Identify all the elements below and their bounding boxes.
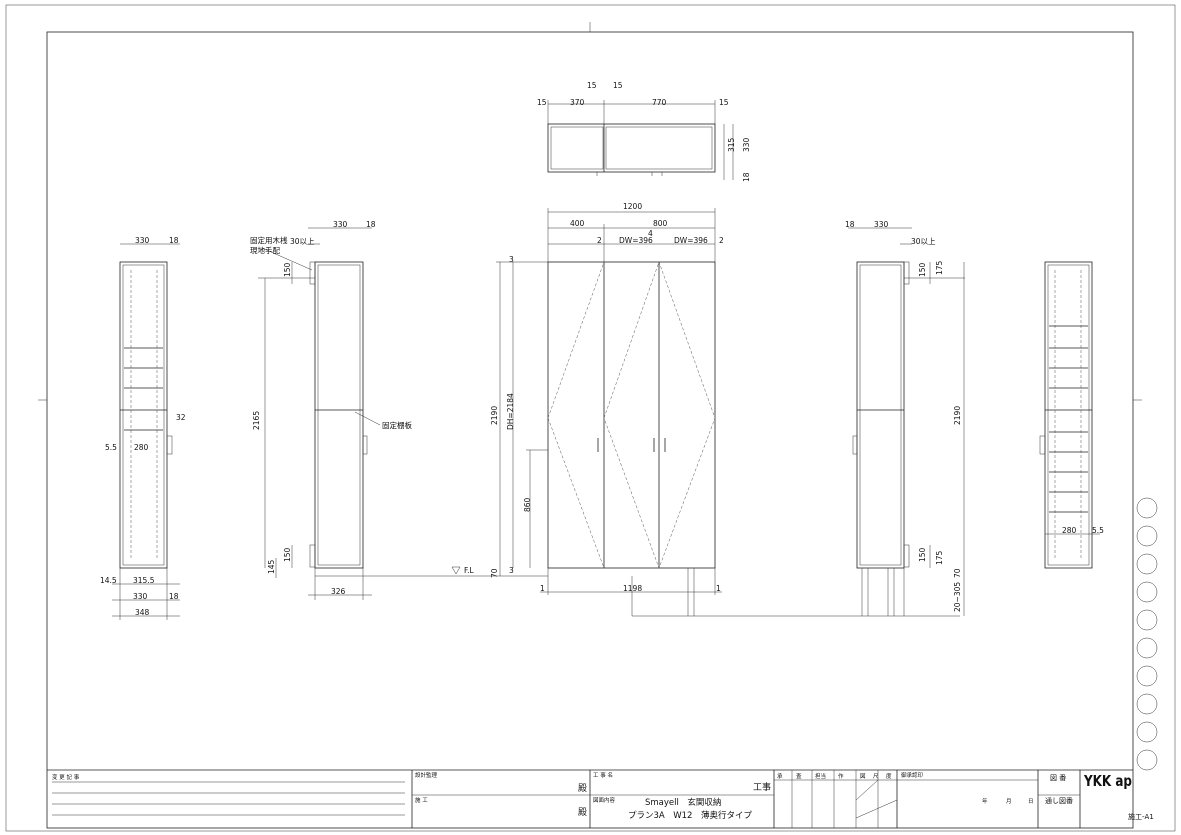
dim-rsec-150b: 150	[918, 547, 927, 562]
dim-rs-5-5: 5.5	[1092, 526, 1104, 535]
dim-top-770: 770	[652, 98, 667, 107]
dim-rsec-70: 70	[953, 568, 962, 578]
dim-ls-315-5: 315.5	[133, 576, 155, 585]
project-name-label: 工 事 名	[593, 771, 613, 779]
dim-rsec-20-305: 20~305	[953, 582, 962, 612]
note-fixed-shelf: 固定棚板	[382, 420, 412, 430]
dim-front-2a: 2	[597, 236, 602, 245]
dim-top-15a: 15	[587, 81, 597, 90]
dim-ls-18b: 18	[169, 592, 179, 601]
dim-rs-280: 280	[1062, 526, 1077, 535]
dim-ls-348: 348	[135, 608, 150, 617]
revision-circles	[1136, 497, 1158, 771]
design-mgmt-label: 設計監理	[415, 771, 438, 779]
dim-top-330: 330	[742, 137, 751, 152]
date-day: 日	[1028, 798, 1034, 805]
approval-col-3: 担当	[815, 772, 826, 780]
dim-rsec-150a: 150	[918, 262, 927, 277]
title-block: 変 更 記 事 設計監理 殿 施 工 殿 工 事 名 工事 図面内容 Smaye…	[47, 769, 1154, 828]
dim-ls-330: 330	[135, 236, 150, 245]
approval-col-1: 承	[777, 772, 783, 780]
dim-rsec-175b: 175	[935, 550, 944, 565]
dim-front-800: 800	[653, 219, 668, 228]
left-section-view: 330 18 30以上 150 2165 150 145 326 固定用木桟 現…	[250, 220, 412, 600]
dim-front-dw2: DW=396	[674, 236, 708, 245]
dim-top-15b: 15	[613, 81, 623, 90]
approval-col-4: 作	[838, 772, 844, 780]
dim-front-1b: 1	[716, 584, 721, 593]
drawing-no-label: 図 番	[1050, 774, 1066, 782]
change-record-label: 変 更 記 事	[52, 773, 80, 781]
approval-date-label: 御承認印	[901, 771, 924, 779]
dim-lsec-330: 330	[333, 220, 348, 229]
dim-lsec-145: 145	[267, 559, 276, 574]
dim-lsec-30: 30以上	[290, 237, 315, 246]
date-month: 月	[1006, 798, 1012, 805]
dim-front-3a: 3	[509, 255, 514, 264]
dim-lsec-150a: 150	[283, 262, 292, 277]
honorific-2: 殿	[578, 807, 587, 818]
floor-label: F.L	[464, 566, 474, 575]
front-elevation: 1200 400 800 2 4 DW=396 DW=396 2 2190 DH…	[315, 202, 960, 617]
content-line-2: プラン3A W12 薄奥行タイプ	[628, 810, 752, 821]
dim-front-1200: 1200	[623, 202, 642, 211]
right-side-view: 280 5.5	[1039, 261, 1104, 569]
dim-lsec-326: 326	[331, 587, 346, 596]
ykk-logo: YKK ap	[1083, 772, 1132, 790]
dim-top-18: 18	[742, 172, 751, 182]
dim-lsec-2165: 2165	[252, 411, 261, 430]
note-wood-1: 固定用木桟	[250, 235, 288, 245]
construction-label: 施 工	[415, 796, 428, 804]
dim-ls-280: 280	[134, 443, 149, 452]
content-line-1: Smayell 玄関収納	[645, 797, 721, 808]
dim-front-dw1: DW=396	[619, 236, 653, 245]
left-side-view: 330 18 32 5.5 280 14.5 315.5 330 18 348	[100, 236, 186, 620]
approval-col-7: 度	[886, 772, 892, 780]
drawing-code: 施工-A1	[1128, 812, 1154, 821]
dim-front-2190: 2190	[490, 406, 499, 425]
approval-col-5: 図	[860, 773, 866, 780]
dim-front-2b: 2	[719, 236, 724, 245]
drawing-frame	[46, 31, 1134, 829]
honorific-1: 殿	[578, 783, 587, 794]
dim-ls-18: 18	[169, 236, 179, 245]
top-plan-view: 15 15 15 370 770 15 315 330 18	[537, 81, 751, 182]
note-wood-2: 現地手配	[250, 245, 280, 255]
drawing-content-label: 図面内容	[593, 796, 616, 804]
dim-front-860: 860	[523, 497, 532, 512]
right-section-view: 18 330 30以上 150 175 2190 150 175 70 20~3…	[845, 220, 965, 616]
koji-label: 工事	[753, 781, 771, 793]
dim-top-15c: 15	[537, 98, 547, 107]
dim-lsec-18: 18	[366, 220, 376, 229]
dim-front-70: 70	[490, 568, 499, 578]
dim-ls-14-5: 14.5	[100, 576, 117, 585]
dim-ls-330b: 330	[133, 592, 148, 601]
dim-front-3b: 3	[509, 566, 514, 575]
serial-no-label: 通し図番	[1045, 796, 1073, 805]
date-year: 年	[982, 797, 988, 805]
dim-rsec-175a: 175	[935, 260, 944, 275]
dim-ls-5-5: 5.5	[105, 443, 117, 452]
dim-lsec-150b: 150	[283, 547, 292, 562]
dim-rsec-330: 330	[874, 220, 889, 229]
dim-front-1a: 1	[540, 584, 545, 593]
dim-front-4: 4	[648, 229, 653, 238]
dim-ls-32: 32	[176, 413, 186, 422]
dim-top-315: 315	[727, 137, 736, 152]
dim-rsec-18: 18	[845, 220, 855, 229]
dim-top-15d: 15	[719, 98, 729, 107]
dim-rsec-2190: 2190	[953, 406, 962, 425]
dim-front-dh: DH=2184	[506, 393, 515, 430]
dim-front-400: 400	[570, 219, 585, 228]
dim-rsec-30: 30以上	[911, 237, 936, 246]
dim-front-1198: 1198	[623, 584, 642, 593]
dim-top-370: 370	[570, 98, 585, 107]
sheet-border	[5, 4, 1176, 832]
approval-col-2: 査	[796, 772, 802, 780]
approval-col-6: 尺	[873, 773, 879, 780]
